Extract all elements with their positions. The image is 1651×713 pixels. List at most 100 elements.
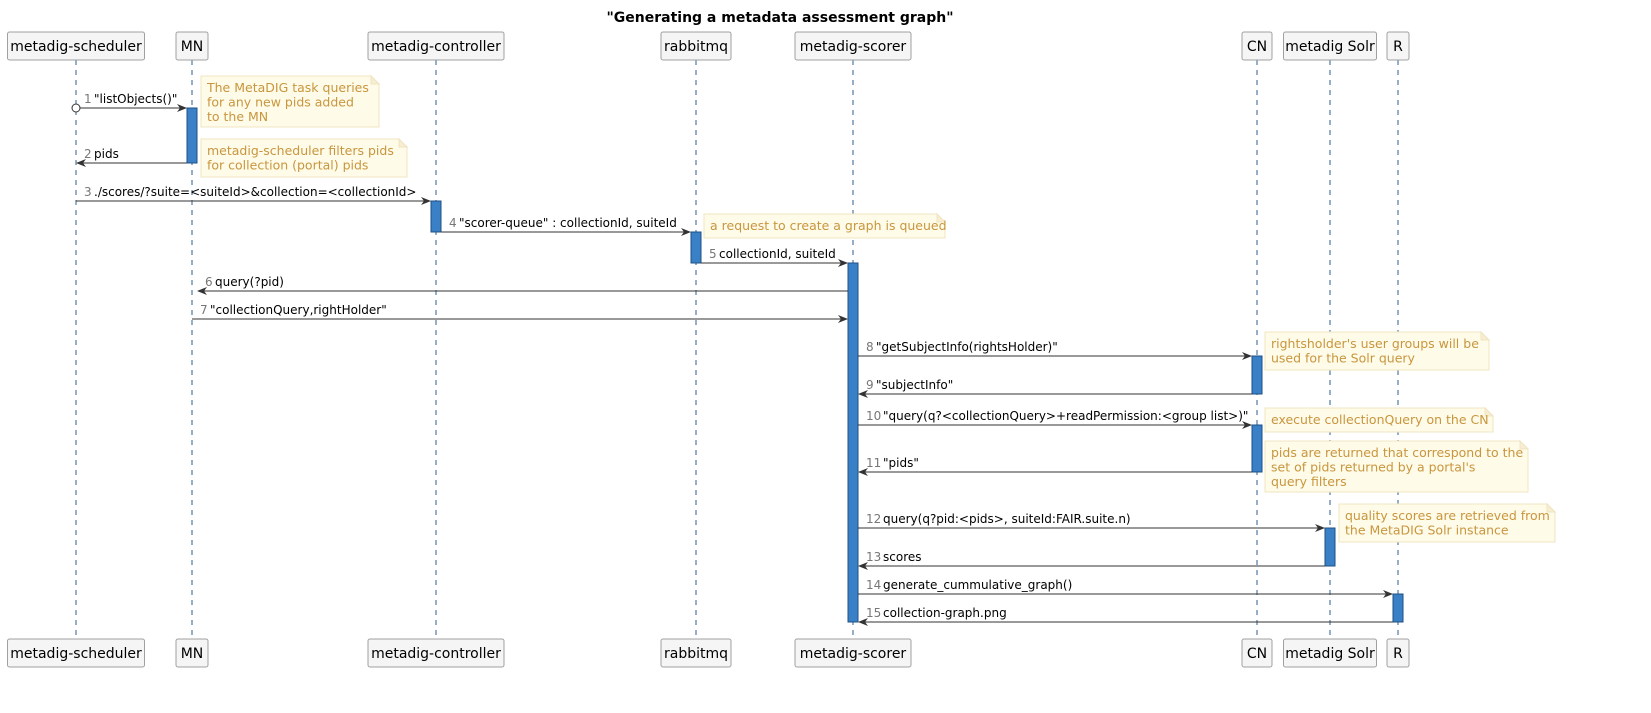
arrow-head-icon bbox=[838, 259, 848, 267]
note-fold-icon bbox=[1480, 330, 1491, 341]
note-text-line: the MetaDIG Solr instance bbox=[1345, 523, 1509, 538]
activation-bar-mn bbox=[186, 107, 198, 164]
participant-label: R bbox=[1393, 39, 1403, 55]
note-text-line: rightsholder's user groups will be bbox=[1271, 336, 1479, 351]
participant-label: metadig-scorer bbox=[800, 39, 907, 55]
note-text-line: to the MN bbox=[207, 109, 268, 124]
message-label: query(?pid) bbox=[215, 275, 284, 289]
message-number: 3 bbox=[84, 185, 92, 199]
message-number: 14 bbox=[866, 578, 881, 592]
arrow-head-icon bbox=[681, 228, 691, 236]
note-fold-icon bbox=[1519, 439, 1530, 450]
participant-box bbox=[1283, 31, 1377, 61]
participant-box bbox=[1241, 31, 1273, 61]
participant-solr-top: metadig Solr bbox=[1283, 31, 1377, 61]
arrow-head-icon bbox=[858, 468, 868, 476]
arrow-head-icon bbox=[858, 618, 868, 626]
message-8: 8"getSubjectInfo(rightsHolder)" bbox=[858, 340, 1252, 360]
participant-label: metadig Solr bbox=[1285, 39, 1375, 55]
participant-cn-top: CN bbox=[1241, 31, 1273, 61]
activation-bar-scorer bbox=[847, 262, 859, 623]
participant-box bbox=[660, 638, 732, 668]
participant-label: metadig-scheduler bbox=[10, 646, 142, 662]
message-label: "collectionQuery,rightHolder" bbox=[210, 303, 387, 317]
message-number: 9 bbox=[866, 378, 874, 392]
message-label: generate_cummulative_graph() bbox=[883, 578, 1072, 592]
message-number: 7 bbox=[200, 303, 208, 317]
arrow-head-icon bbox=[1242, 421, 1252, 429]
note-text-line: metadig-scheduler filters pids bbox=[207, 143, 394, 158]
participant-controller-bottom: metadig-controller bbox=[367, 638, 505, 668]
participant-box bbox=[367, 638, 505, 668]
note-text-line: The MetaDIG task queries bbox=[206, 80, 369, 95]
note-text-line: query filters bbox=[1271, 474, 1347, 489]
note-6: pids are returned that correspond to the… bbox=[1264, 439, 1530, 493]
message-label: "listObjects()" bbox=[94, 92, 177, 106]
participant-box bbox=[7, 638, 145, 668]
message-number: 12 bbox=[866, 512, 881, 526]
message-label: "query(q?<collectionQuery>+readPermissio… bbox=[883, 409, 1248, 423]
message-9: 9"subjectInfo" bbox=[858, 378, 1252, 398]
participant-scheduler-bottom: metadig-scheduler bbox=[7, 638, 145, 668]
note-fold-icon bbox=[936, 212, 947, 223]
arrow-head-icon bbox=[177, 104, 187, 112]
arrow-head-icon bbox=[421, 197, 431, 205]
participant-cn-bottom: CN bbox=[1241, 638, 1273, 668]
activation-bar-controller bbox=[430, 200, 442, 233]
activation-bar-rabbitmq bbox=[690, 231, 702, 264]
note-text-line: execute collectionQuery on the CN bbox=[1271, 412, 1489, 427]
message-10: 10"query(q?<collectionQuery>+readPermiss… bbox=[858, 409, 1252, 429]
participant-scheduler-top: metadig-scheduler bbox=[7, 31, 145, 61]
message-number: 1 bbox=[84, 92, 92, 106]
note-text-line: a request to create a graph is queued bbox=[710, 218, 947, 233]
participant-solr-bottom: metadig Solr bbox=[1283, 638, 1377, 668]
participant-box bbox=[367, 31, 505, 61]
message-label: pids bbox=[94, 147, 119, 161]
participant-rabbitmq-top: rabbitmq bbox=[660, 31, 732, 61]
arrow-head-icon bbox=[858, 562, 868, 570]
participant-box bbox=[1241, 638, 1273, 668]
start-circle-icon bbox=[71, 103, 81, 113]
participant-box bbox=[794, 638, 912, 668]
note-box bbox=[200, 75, 380, 128]
note-box bbox=[1338, 503, 1556, 543]
message-label: "scorer-queue" : collectionId, suiteId bbox=[459, 216, 677, 230]
participant-label: metadig-controller bbox=[371, 39, 501, 55]
note-text-line: for any new pids added bbox=[207, 95, 354, 110]
activation-bar-solr bbox=[1324, 527, 1336, 567]
participant-scorer-top: metadig-scorer bbox=[794, 31, 912, 61]
participant-box bbox=[1386, 31, 1410, 61]
participant-r-top: R bbox=[1386, 31, 1410, 61]
note-5: execute collectionQuery on the CN bbox=[1264, 406, 1495, 433]
message-1: 1"listObjects()" bbox=[71, 92, 187, 113]
message-number: 6 bbox=[205, 275, 213, 289]
participant-mn-bottom: MN bbox=[175, 638, 209, 668]
participant-label: metadig Solr bbox=[1285, 646, 1375, 662]
participant-box bbox=[660, 31, 732, 61]
activation-bar-cn bbox=[1251, 424, 1263, 473]
message-number: 8 bbox=[866, 340, 874, 354]
message-label: "getSubjectInfo(rightsHolder)" bbox=[876, 340, 1058, 354]
message-label: collection-graph.png bbox=[883, 606, 1007, 620]
arrow-head-icon bbox=[838, 315, 848, 323]
arrow-head-icon bbox=[1242, 352, 1252, 360]
message-4: 4"scorer-queue" : collectionId, suiteId bbox=[441, 216, 691, 236]
participant-label: MN bbox=[181, 39, 204, 55]
participant-label: CN bbox=[1247, 646, 1267, 662]
message-label: "subjectInfo" bbox=[876, 378, 953, 392]
note-fold-icon bbox=[1484, 406, 1495, 417]
participant-box bbox=[1386, 638, 1410, 668]
message-number: 2 bbox=[84, 147, 92, 161]
note-box bbox=[200, 138, 408, 178]
message-label: query(q?pid:<pids>, suiteId:FAIR.suite.n… bbox=[883, 512, 1131, 526]
arrow-head-icon bbox=[858, 390, 868, 398]
message-label: collectionId, suiteId bbox=[719, 247, 836, 261]
